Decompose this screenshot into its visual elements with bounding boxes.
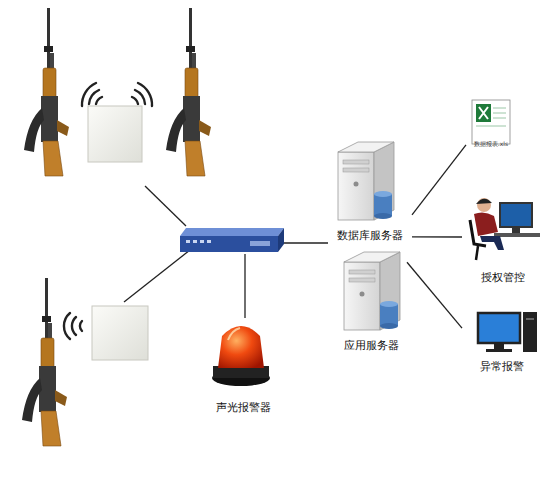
node-label: 数据库服务器 <box>336 229 404 242</box>
alarm-terminal: 异常报警 <box>462 305 542 373</box>
node-label: 声光报警器 <box>215 401 272 414</box>
report-file-icon: 数据报表.xls <box>466 98 516 150</box>
connector-line <box>412 236 462 237</box>
auth-control-station: 授权管控 <box>462 190 544 284</box>
application-server: 应用服务器 <box>335 250 407 352</box>
connector-line <box>407 262 462 328</box>
sound-light-alarm: 声光报警器 <box>208 318 278 414</box>
connector-line <box>412 145 466 215</box>
node-label: 授权管控 <box>480 271 526 284</box>
node-label: 异常报警 <box>479 360 525 373</box>
database-server: 数据库服务器 <box>328 138 412 242</box>
node-label: 应用服务器 <box>343 339 400 352</box>
node-label: 数据报表.xls <box>473 140 509 147</box>
